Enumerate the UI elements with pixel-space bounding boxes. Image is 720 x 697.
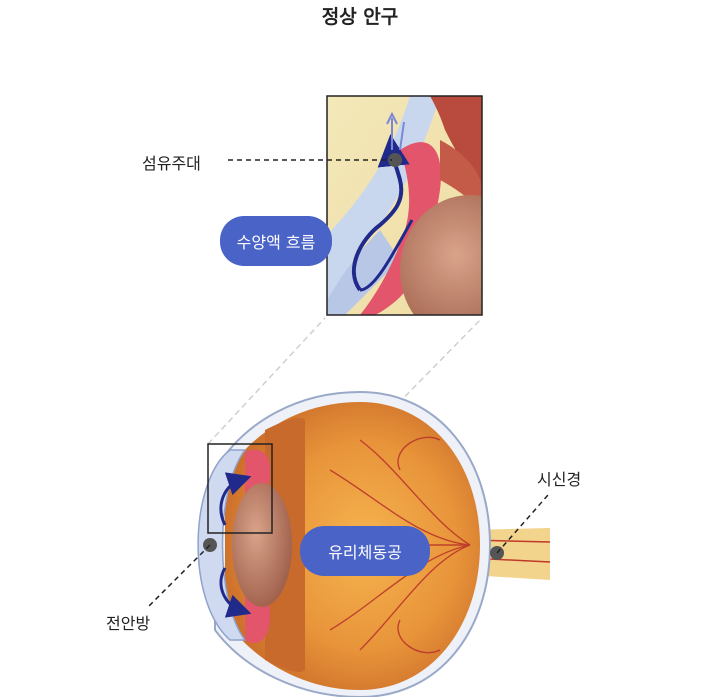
diagram-title: 정상 안구 <box>321 6 399 28</box>
vitreous-badge: 유리체동공 <box>300 526 430 576</box>
trabecular-label: 섬유주대 <box>142 154 201 173</box>
optic-nerve-leader-line <box>496 494 549 554</box>
zoom-region-box <box>207 443 273 534</box>
inset-frame <box>326 95 483 316</box>
anterior-chamber-leader-line <box>147 544 211 608</box>
anterior-chamber-label: 전안방 <box>106 614 151 633</box>
aqueous-flow-badge: 수양액 흐름 <box>220 216 332 266</box>
optic-nerve-label: 시신경 <box>537 470 582 489</box>
zoom-connector-lines <box>207 317 483 533</box>
inset-zoom-panel <box>327 96 482 315</box>
